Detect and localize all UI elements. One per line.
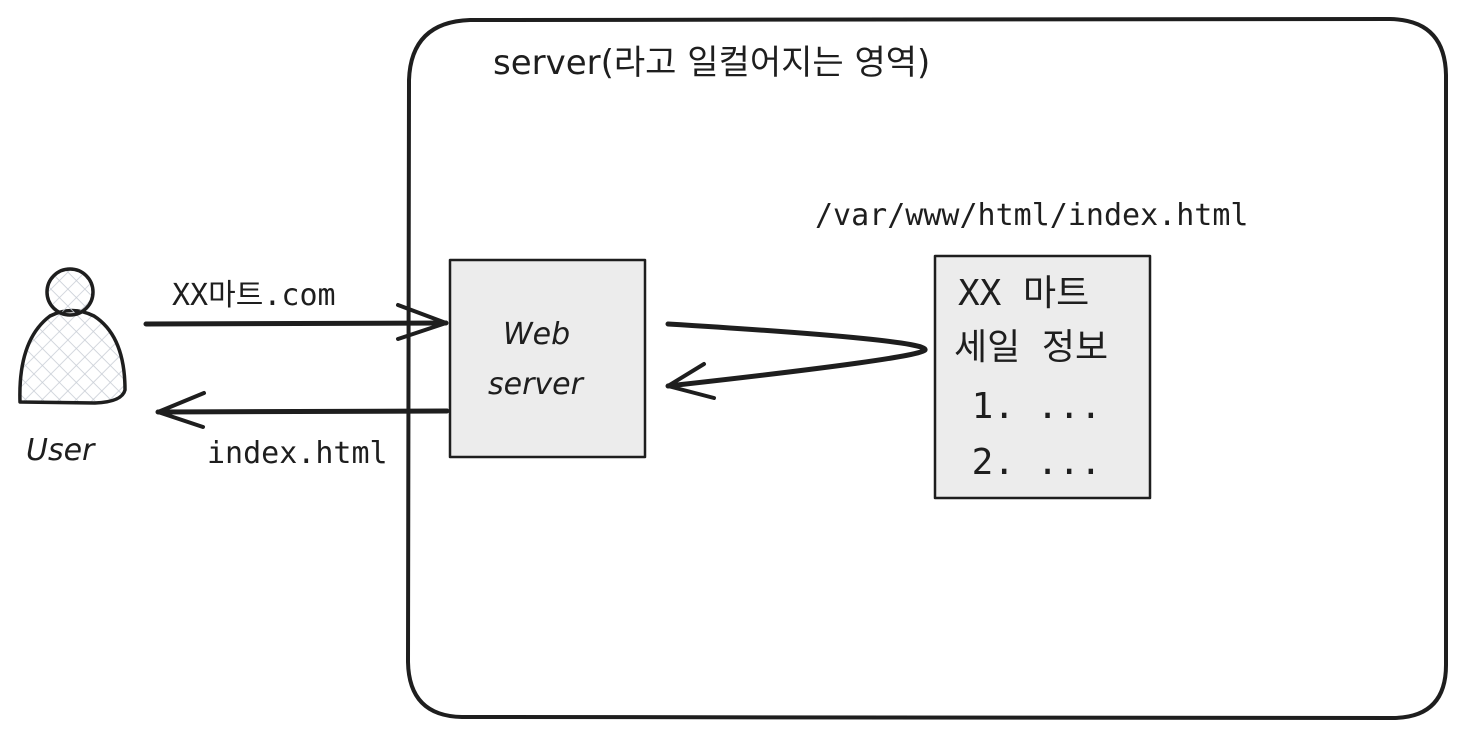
document-box[interactable]: XX 마트 세일 정보 1. ... 2. ...: [933, 254, 1152, 500]
file-fetch-arrowhead-icon: [666, 362, 716, 400]
response-arrow[interactable]: index.html: [155, 391, 450, 471]
person-icon: [18, 267, 127, 405]
user-actor[interactable]: User: [18, 267, 127, 468]
response-arrow-label: index.html: [207, 436, 388, 471]
server-region-border: [406, 17, 1448, 720]
web-server-label-line1: Web: [503, 317, 570, 352]
document-line-2: 세일 정보: [954, 327, 1108, 368]
document-line-3: 1. ...: [950, 386, 1102, 427]
file-fetch-arrow[interactable]: [665, 321, 928, 400]
document-line-1: XX 마트: [958, 273, 1089, 314]
web-server-label-line2: server: [488, 367, 585, 402]
request-arrowhead-icon: [396, 303, 448, 341]
request-arrow[interactable]: XX마트.com: [143, 278, 449, 341]
user-label: User: [26, 433, 96, 468]
file-path-label: /var/www/html/index.html: [815, 198, 1248, 233]
response-arrow-line: [155, 408, 450, 415]
file-fetch-arrow-line: [665, 321, 928, 389]
document-line-4: 2. ...: [950, 442, 1102, 483]
response-arrowhead-icon: [156, 391, 206, 429]
request-arrow-label: XX마트.com: [172, 278, 336, 313]
server-region[interactable]: server(라고 일컬어지는 영역): [406, 17, 1448, 720]
web-server-box[interactable]: Web server: [448, 258, 647, 459]
web-server-box-shape: [448, 258, 647, 459]
server-region-label: server(라고 일컬어지는 영역): [493, 43, 930, 83]
request-arrow-line: [143, 320, 449, 327]
document-box-shape: [933, 254, 1152, 500]
